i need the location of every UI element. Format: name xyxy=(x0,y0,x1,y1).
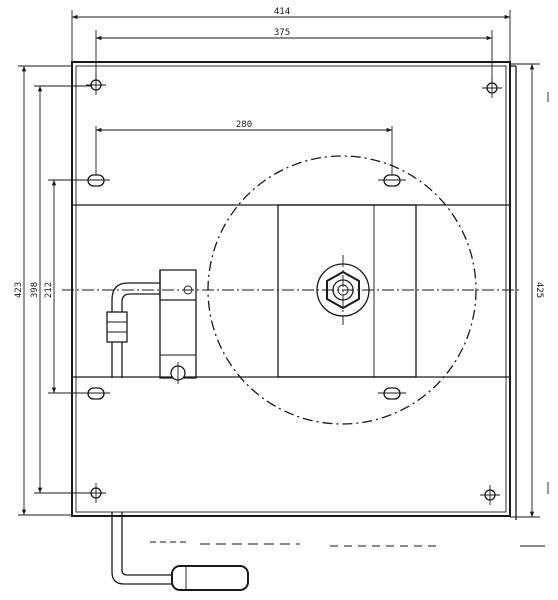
mounting-holes xyxy=(86,75,502,505)
dim-slot-spacing: 280 xyxy=(95,120,393,178)
dim-height-left-outer: 423 xyxy=(14,65,72,516)
dim-label-212: 212 xyxy=(44,282,54,298)
slotted-holes xyxy=(82,174,406,400)
mounting-hole-top-right xyxy=(482,78,502,98)
hub-nut-icon xyxy=(326,270,360,310)
dim-height-left-inner: 398 xyxy=(30,85,96,494)
slot-bottom-right xyxy=(378,387,406,400)
pipe-fitting xyxy=(106,282,160,378)
dim-label-398: 398 xyxy=(30,282,40,298)
mounting-hole-bottom-left xyxy=(86,483,106,503)
dim-hole-spacing-width: 375 xyxy=(95,28,493,82)
center-band xyxy=(72,204,510,378)
mounting-hole-top-left xyxy=(86,75,106,95)
dim-label-280: 280 xyxy=(236,120,252,130)
turntable-block xyxy=(277,204,417,378)
crank-handle xyxy=(111,512,249,591)
handle-grip xyxy=(171,565,249,591)
clamp-bracket xyxy=(159,269,197,384)
dim-label-425: 425 xyxy=(534,282,544,298)
slot-bottom-left xyxy=(82,387,110,400)
dim-height-left-center: 212 xyxy=(44,179,96,394)
faint-marks xyxy=(150,92,549,547)
dim-overall-width: 414 xyxy=(71,7,511,62)
pipe-coupling xyxy=(106,311,128,343)
mounting-hole-bottom-right xyxy=(480,485,500,505)
center-lines xyxy=(62,255,520,325)
dim-label-414: 414 xyxy=(274,7,290,17)
slot-top-left xyxy=(82,174,110,187)
slot-top-right xyxy=(378,174,406,187)
base-plate xyxy=(71,61,517,520)
dim-height-right: 425 xyxy=(510,63,544,518)
dim-label-423: 423 xyxy=(14,282,24,298)
dim-label-375: 375 xyxy=(274,28,290,38)
